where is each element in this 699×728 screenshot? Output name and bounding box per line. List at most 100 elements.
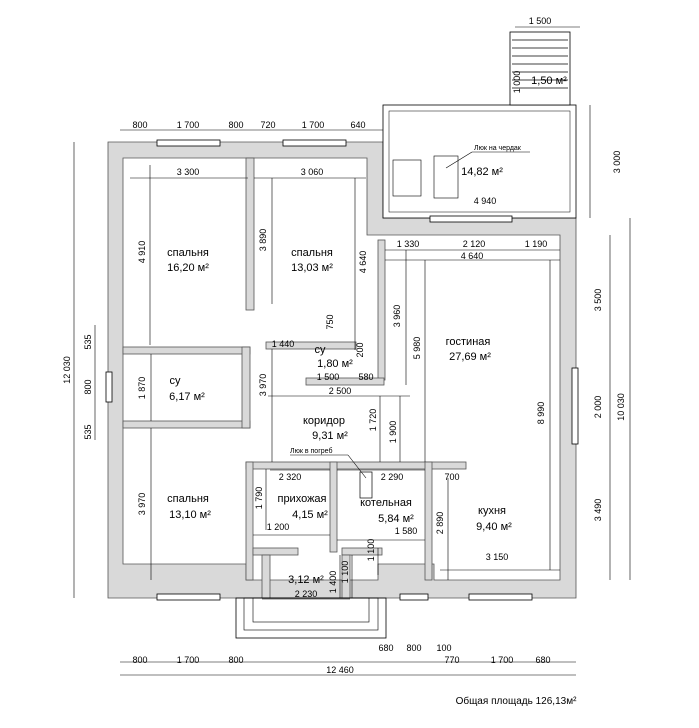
attic-hatch-box (433, 155, 459, 199)
dimension-labels: 800 1 700 800 720 1 700 640 1 500 1 000 … (62, 16, 626, 675)
dim-top-6: 640 (350, 120, 365, 130)
wall-vest-left (261, 554, 271, 599)
dim-2320: 2 320 (279, 472, 302, 482)
dim-1400: 1 400 (328, 571, 338, 594)
terrace-sofa (392, 159, 422, 197)
dim-bath-depth: 1 870 (137, 377, 147, 400)
dim-1200: 1 200 (267, 522, 290, 532)
dim-right-total: 10 030 (616, 393, 626, 421)
room-name-bath-small: су (315, 344, 327, 356)
dim-2500: 2 500 (329, 386, 352, 396)
room-area-vestibule: 3,12 м² (288, 574, 324, 586)
dim-1440: 1 440 (272, 339, 295, 349)
room-area-bedroom3: 13,10 м² (169, 509, 211, 521)
dim-left-3: 535 (83, 424, 93, 439)
dim-bed1-depth: 4 910 (137, 241, 147, 264)
room-name-hall: прихожая (277, 493, 326, 505)
dim-terrace-width: 4 940 (474, 196, 497, 206)
dim-room-w1: 3 300 (177, 167, 200, 177)
dim-2890: 2 890 (435, 512, 445, 535)
porch-stairs (509, 31, 571, 106)
dim-680: 680 (378, 643, 393, 653)
dim-room-w2: 3 060 (301, 167, 324, 177)
room-area-bedroom2: 13,03 м² (291, 262, 333, 274)
room-area-hall: 4,15 м² (292, 509, 328, 521)
dim-top-4: 720 (260, 120, 275, 130)
dim-bed3-depth: 3 970 (137, 493, 147, 516)
wall-living-left (377, 239, 386, 381)
dim-bottom-1: 800 (132, 655, 147, 665)
wall-boiler-right (424, 461, 433, 581)
room-area-living: 27,69 м² (449, 351, 491, 363)
dim-1580: 1 580 (395, 526, 418, 536)
wall-su-bottom (305, 377, 385, 386)
dim-1720: 1 720 (368, 409, 378, 432)
wall-hall-right (329, 461, 338, 553)
dim-3150: 3 150 (486, 552, 509, 562)
dim-top-3: 800 (228, 120, 243, 130)
wall-bath-bottom (122, 420, 251, 429)
dim-1100b: 1 100 (340, 561, 350, 584)
dimension-lines (73, 26, 631, 676)
dim-right-1: 3 500 (593, 289, 603, 312)
dim-living-depth: 3 960 (392, 305, 402, 328)
dim-1900: 1 900 (388, 421, 398, 444)
dim-top-1: 800 (132, 120, 147, 130)
wall-bath-right (241, 346, 251, 429)
room-name-bedroom2: спальня (291, 247, 333, 259)
dim-living-seg-3: 1 190 (525, 239, 548, 249)
room-area-bath-small: 1,80 м² (317, 358, 353, 370)
dim-left-1: 535 (83, 334, 93, 349)
dim-porch-width: 1 500 (529, 16, 552, 26)
wall-hall-left (245, 461, 254, 581)
dim-580: 580 (358, 372, 373, 382)
dim-living-full: 5 980 (412, 337, 422, 360)
dim-bed2-depth: 3 890 (258, 229, 268, 252)
total-area: Общая площадь 126,13м² (456, 695, 577, 707)
dim-1790: 1 790 (254, 487, 264, 510)
dim-800-mid: 800 (406, 643, 421, 653)
dim-2230: 2 230 (295, 589, 318, 599)
dim-bottom-3: 800 (228, 655, 243, 665)
wall-vest-top-right (341, 547, 383, 556)
dim-200: 200 (355, 342, 365, 357)
dim-bottom-4: 770 (444, 655, 459, 665)
windows (105, 139, 579, 601)
dim-2290: 2 290 (381, 472, 404, 482)
dim-living-width: 4 640 (461, 251, 484, 261)
dim-bottom-5: 1 700 (491, 655, 514, 665)
wall-vest-top-left (252, 547, 299, 556)
dim-bottom-6: 680 (535, 655, 550, 665)
dim-living-seg-1: 1 330 (397, 239, 420, 249)
dim-terrace-depth: 3 000 (612, 151, 622, 174)
room-name-living: гостиная (446, 336, 491, 348)
dim-750: 750 (325, 314, 335, 329)
room-labels: спальня 16,20 м² спальня 13,03 м² су 1,8… (167, 75, 567, 586)
room-name-bedroom1: спальня (167, 247, 209, 259)
room-area-kitchen: 9,40 м² (476, 521, 512, 533)
room-area-bath-left: 6,17 м² (169, 391, 205, 403)
room-name-boiler: котельная (360, 497, 412, 509)
dim-100: 100 (436, 643, 451, 653)
dim-porch-depth: 1 000 (512, 71, 522, 94)
dim-top-5: 1 700 (302, 120, 325, 130)
room-area-terrace: 14,82 м² (461, 166, 503, 178)
terrace-inner (388, 110, 571, 213)
dim-700: 700 (444, 472, 459, 482)
terrace-outline (382, 104, 577, 219)
dim-right-2: 2 000 (593, 396, 603, 419)
dim-corr-depth: 3 970 (258, 374, 268, 397)
wall-su-top (265, 341, 357, 350)
front-stairs (235, 597, 387, 639)
note-attic-hatch: Люк на чердак (474, 145, 522, 152)
wall-bed-divider (245, 157, 255, 311)
room-area-boiler: 5,84 м² (378, 513, 414, 525)
room-name-corridor: коридор (303, 415, 345, 427)
dim-1100: 1 100 (366, 539, 376, 562)
room-area-porch: 1,50 м² (531, 75, 567, 87)
wall-bath-top (122, 346, 251, 355)
dim-bottom-2: 1 700 (177, 655, 200, 665)
dim-top-2: 1 700 (177, 120, 200, 130)
dim-right-inner: 8 990 (536, 402, 546, 425)
